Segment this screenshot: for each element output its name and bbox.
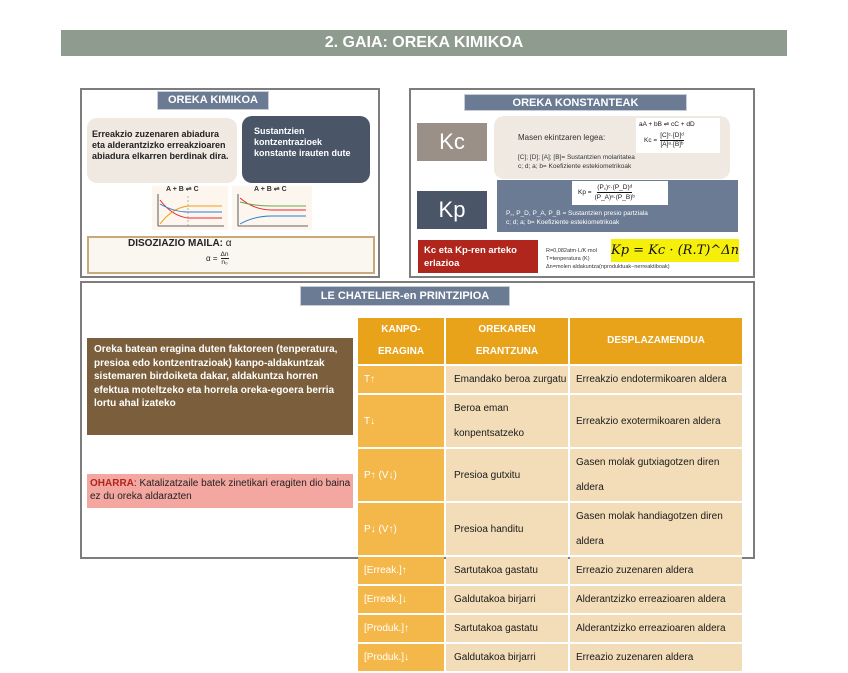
cell-factor: P↓ (V↑) (358, 503, 444, 555)
cell-response: Galdutakoa birjarri (446, 644, 568, 671)
cell-factor: [Erreak.]↓ (358, 586, 444, 613)
table-row: [Erreak.]↑ Sartutakoa gastatu Erreazio z… (358, 557, 742, 584)
cell-response: Galdutakoa birjarri (446, 586, 568, 613)
kc-label-box: Kc (417, 123, 487, 161)
cell-shift: Erreazio zuzenaren aldera (570, 557, 742, 584)
oreka-konstanteak-tab: OREKA KONSTANTEAK (464, 94, 687, 111)
relation-label-box (418, 240, 538, 273)
cell-shift: Erreakzio endotermikoaren aldera (570, 366, 742, 393)
reaction-equation: aA + bB ⇌ cC + dD (639, 121, 695, 128)
disoziazio-label: DISOZIAZIO MAILA: α (128, 238, 232, 249)
le-chatelier-table: KANPO-ERAGINA OREKAREN ERANTZUNA DESPLAZ… (356, 316, 744, 673)
relation-legend-1: R=0,082atm·L/K·mol (546, 248, 597, 254)
cell-shift: Alderantzizko erreazioaren aldera (570, 586, 742, 613)
cell-factor: T↑ (358, 366, 444, 393)
kp-label-box: Kp (417, 191, 487, 229)
mass-action-label: Masen ekintzaren legea: (518, 133, 606, 142)
cell-shift: Erreazio zuzenaren aldera (570, 644, 742, 671)
cell-response: Sartutakoa gastatu (446, 615, 568, 642)
header-kanpo-eragina: KANPO-ERAGINA (358, 318, 444, 364)
relation-formula: Kp = Kc · (R.T)^Δn (611, 239, 739, 262)
header-desplazamendua: DESPLAZAMENDUA (570, 318, 742, 364)
table-row: [Produk.]↓ Galdutakoa birjarri Erreazio … (358, 644, 742, 671)
cell-response: Sartutakoa gastatu (446, 557, 568, 584)
concentration-graph-right: A + B ⇌ C (232, 186, 312, 230)
kc-legend-1: [C]; [D]; [A]; [B]= Sustantzien molarita… (518, 154, 635, 161)
cell-response: Presioa gutxitu (446, 449, 568, 501)
alpha-symbol: α (225, 238, 232, 249)
graph-equation-2: A + B ⇌ C (254, 186, 287, 193)
alpha-formula: α = Δn n₀ (206, 251, 229, 266)
le-chatelier-tab: LE CHATELIER-en PRINTZIPIOA (300, 286, 510, 306)
cell-shift: Erreakzio exotermikoaren aldera (570, 395, 742, 447)
cell-response: Presioa handitu (446, 503, 568, 555)
note-box (87, 474, 353, 508)
cell-shift: Gasen molak handiagotzen diren aldera (570, 503, 742, 555)
principle-box (87, 338, 353, 435)
cell-response: Emandako beroa zurgatu (446, 366, 568, 393)
cell-factor: [Produk.]↓ (358, 644, 444, 671)
table-row: [Erreak.]↓ Galdutakoa birjarri Alderantz… (358, 586, 742, 613)
concentration-box (242, 116, 370, 183)
cell-factor: T↓ (358, 395, 444, 447)
cell-response: Beroa eman konpentsatzeko (446, 395, 568, 447)
cell-factor: [Produk.]↑ (358, 615, 444, 642)
graph-curves-left (157, 194, 224, 227)
relation-label: Kc eta Kp-ren arteko erlazioa (424, 245, 517, 269)
note-text: OHARRA: Katalizatzaile batek zinetikari … (90, 478, 351, 502)
cell-shift: Alderantzizko erreazioaren aldera (570, 615, 742, 642)
table-row: T↑ Emandako beroa zurgatu Erreakzio endo… (358, 366, 742, 393)
kp-formula-image: Kp = (P꜀)ᶜ·(P_D)ᵈ (P_A)ᵃ·(P_B)ᵇ (572, 181, 668, 205)
table-row: [Produk.]↑ Sartutakoa gastatu Alderantzi… (358, 615, 742, 642)
cell-shift: Gasen molak gutxiagotzen diren aldera (570, 449, 742, 501)
table-row: P↓ (V↑) Presioa handitu Gasen molak hand… (358, 503, 742, 555)
kp-legend-1: P꜀, P_D, P_A, P_B = Sustantzien presio p… (506, 210, 648, 217)
oreka-kimikoa-tab: OREKA KIMIKOA (157, 91, 269, 110)
definition-box (87, 118, 237, 183)
principle-text: Oreka batean eragina duten faktoreen (te… (94, 344, 338, 409)
kc-legend-2: c; d; a; b= Koefiziente estekiometrikoak (518, 163, 632, 170)
concentration-text: Sustantzien kontzentrazioek konstante ir… (254, 126, 351, 158)
cell-factor: P↑ (V↓) (358, 449, 444, 501)
disoziazio-box (87, 236, 375, 274)
graph-curves-right (237, 194, 308, 227)
header-orekaren-erantzuna: OREKAREN ERANTZUNA (446, 318, 568, 364)
note-label: OHARRA (90, 478, 134, 489)
table-row: P↑ (V↓) Presioa gutxitu Gasen molak gutx… (358, 449, 742, 501)
cell-factor: [Erreak.]↑ (358, 557, 444, 584)
graph-equation-1: A + B ⇌ C (166, 186, 199, 193)
relation-legend-2: T=tenperatura (K) (546, 256, 590, 262)
table-header-row: KANPO-ERAGINA OREKAREN ERANTZUNA DESPLAZ… (358, 318, 742, 364)
table-row: T↓ Beroa eman konpentsatzeko Erreakzio e… (358, 395, 742, 447)
kc-formula-image: aA + bB ⇌ cC + dD Kc = [C]ᶜ·[D]ᵈ [A]ᵃ·[B… (636, 118, 720, 153)
relation-legend-3: Δn=molen aldakuntza(nproduktuak−nerreakt… (546, 264, 670, 270)
page-title: 2. GAIA: OREKA KIMIKOA (61, 30, 787, 56)
concentration-graph-left: A + B ⇌ C (152, 186, 228, 230)
definition-text: Erreakzio zuzenaren abiadura eta alderan… (92, 129, 229, 161)
kp-legend-2: c; d; a; b= Koefiziente estekiometrikoak (506, 219, 620, 226)
